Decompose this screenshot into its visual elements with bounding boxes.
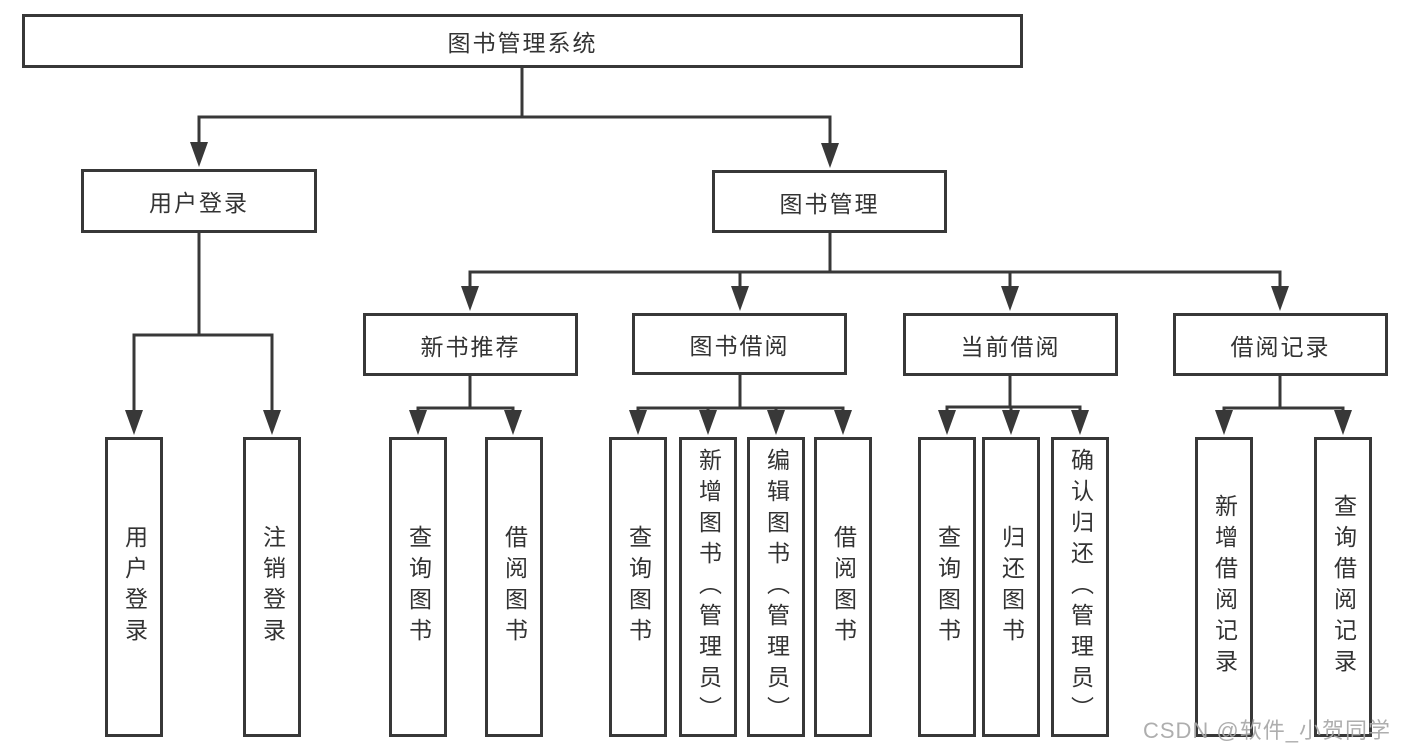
node-user-login: 用户登录 (81, 169, 317, 233)
node-new-book-recommend: 新书推荐 (363, 313, 578, 376)
leaf-add-book-admin: 新增图书（管理员） (679, 437, 737, 737)
leaf-add-borrow-record-label: 新增借阅记录 (1211, 494, 1238, 680)
leaf-query-books-1: 查询图书 (389, 437, 447, 737)
leaf-confirm-return-admin-label: 确认归还（管理员） (1067, 447, 1094, 727)
node-new-book-recommend-label: 新书推荐 (420, 333, 521, 360)
leaf-user-login: 用户登录 (105, 437, 163, 737)
watermark-text: CSDN @软件_小贺同学 (1142, 718, 1391, 743)
node-borrow-records-label: 借阅记录 (1230, 333, 1331, 360)
leaf-user-login-label: 用户登录 (121, 525, 148, 649)
leaf-borrow-books-2: 借阅图书 (814, 437, 872, 737)
node-current-borrow: 当前借阅 (903, 313, 1118, 376)
leaf-return-books-label: 归还图书 (998, 525, 1025, 649)
leaf-query-books-2-label: 查询图书 (625, 525, 652, 649)
node-book-borrow-label: 图书借阅 (689, 333, 790, 359)
node-book-borrow: 图书借阅 (632, 313, 847, 375)
node-borrow-records: 借阅记录 (1173, 313, 1388, 376)
leaf-query-books-2: 查询图书 (609, 437, 667, 737)
leaf-query-books-3: 查询图书 (918, 437, 976, 737)
node-book-management-label: 图书管理 (779, 190, 880, 217)
node-user-login-label: 用户登录 (149, 190, 249, 216)
leaf-edit-book-admin-label: 编辑图书（管理员） (763, 447, 790, 727)
leaf-borrow-books-2-label: 借阅图书 (830, 525, 857, 649)
leaf-borrow-books-1: 借阅图书 (485, 437, 543, 737)
node-root: 图书管理系统 (22, 14, 1023, 68)
leaf-query-borrow-record: 查询借阅记录 (1314, 437, 1372, 737)
node-root-label: 图书管理系统 (447, 30, 598, 56)
node-book-management: 图书管理 (712, 170, 947, 233)
leaf-edit-book-admin: 编辑图书（管理员） (747, 437, 805, 737)
leaf-add-borrow-record: 新增借阅记录 (1195, 437, 1253, 737)
leaf-query-borrow-record-label: 查询借阅记录 (1330, 494, 1357, 680)
leaf-add-book-admin-label: 新增图书（管理员） (695, 447, 722, 727)
leaf-return-books: 归还图书 (982, 437, 1040, 737)
leaf-confirm-return-admin: 确认归还（管理员） (1051, 437, 1109, 737)
leaf-borrow-books-1-label: 借阅图书 (501, 525, 528, 649)
leaf-query-books-1-label: 查询图书 (405, 525, 432, 649)
node-current-borrow-label: 当前借阅 (960, 333, 1061, 360)
leaf-logout: 注销登录 (243, 437, 301, 737)
leaf-logout-label: 注销登录 (259, 525, 286, 649)
leaf-query-books-3-label: 查询图书 (934, 525, 961, 649)
